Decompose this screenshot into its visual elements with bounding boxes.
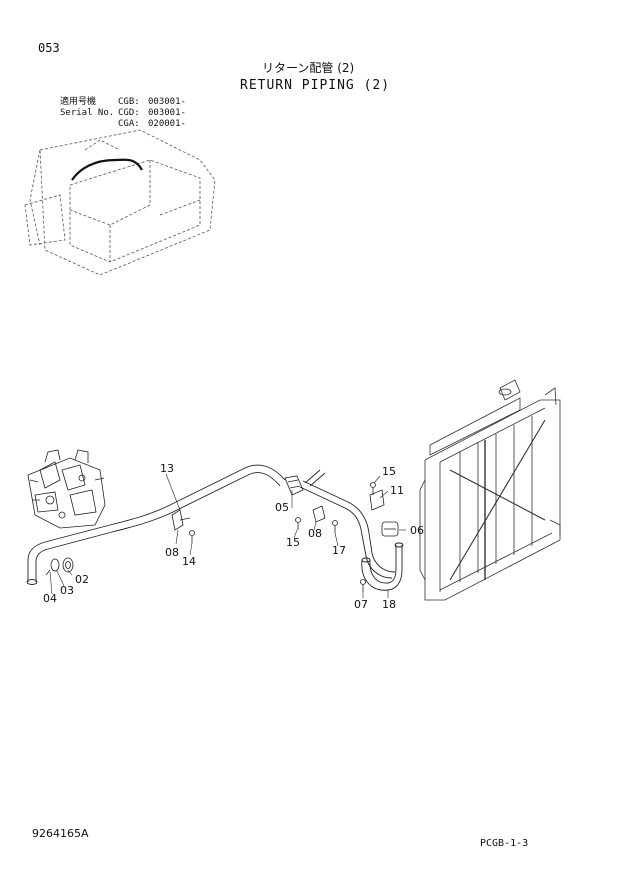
title-english: RETURN PIPING (2) xyxy=(240,78,391,93)
serial-number-cgb: 003001- xyxy=(148,97,186,107)
serial-number-cga: 020001- xyxy=(148,119,186,129)
callout-14: 14 xyxy=(182,555,196,568)
callout-08-right: 08 xyxy=(308,527,322,540)
callout-07: 07 xyxy=(354,598,368,611)
small-fasteners xyxy=(295,505,366,592)
pipe-end-fittings xyxy=(45,557,74,576)
page-reference: PCGB-1-3 xyxy=(480,838,529,849)
callout-02: 02 xyxy=(75,573,89,586)
hydraulic-pump xyxy=(27,449,106,529)
callout-17: 17 xyxy=(332,544,346,557)
callout-04: 04 xyxy=(43,592,57,605)
serial-number-cgd: 003001- xyxy=(148,108,186,118)
callout-leaders xyxy=(49,473,406,598)
callout-18: 18 xyxy=(382,598,396,611)
thumbnail-pipe-highlight xyxy=(71,158,143,181)
bracket-11 xyxy=(369,482,385,511)
callout-15-lower: 15 xyxy=(286,536,300,549)
machine-location-thumbnail xyxy=(24,129,216,276)
hose-clamp-06 xyxy=(381,521,399,537)
callout-05: 05 xyxy=(275,501,289,514)
radiator-assembly xyxy=(419,379,561,601)
serial-applicability-block: 適用号機 Serial No. CGB: 003001- CGD: 003001… xyxy=(60,98,280,138)
pipe-clamp xyxy=(171,509,195,543)
return-pipe-13 xyxy=(26,464,286,585)
serial-model-cgb: CGB: xyxy=(118,97,140,107)
page-number: 053 xyxy=(38,41,60,55)
callout-03: 03 xyxy=(60,584,74,597)
serial-model-cga: CGA: xyxy=(118,119,140,129)
hose-fitting-05 xyxy=(284,475,304,496)
callout-11: 11 xyxy=(390,484,404,497)
document-code: 9264165A xyxy=(32,827,89,840)
callout-13: 13 xyxy=(160,462,174,475)
serial-model-cgd: CGD: xyxy=(118,108,140,118)
return-pipe-18 xyxy=(361,542,404,591)
serial-label-en: Serial No. xyxy=(60,108,115,118)
callout-15-upper: 15 xyxy=(382,465,396,478)
title-japanese: リターン配管 (2) xyxy=(262,61,355,75)
callout-06: 06 xyxy=(410,524,424,537)
callout-08-left: 08 xyxy=(165,546,179,559)
serial-label-jp: 適用号機 xyxy=(60,97,97,107)
hose-segment xyxy=(299,469,396,579)
